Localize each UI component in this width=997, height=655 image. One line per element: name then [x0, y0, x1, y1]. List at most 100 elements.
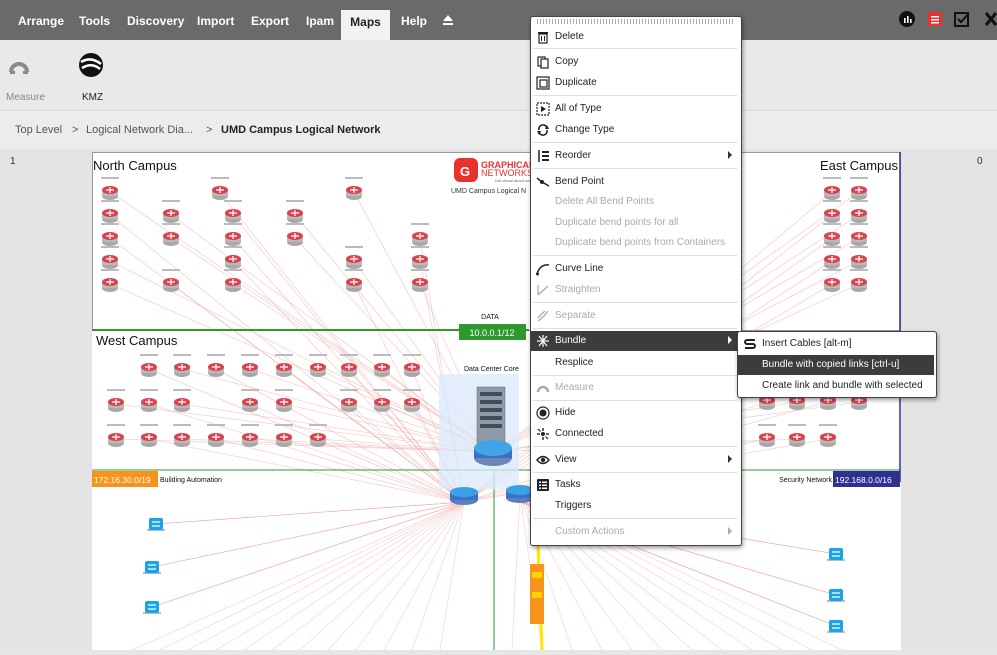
network-link[interactable]: [219, 191, 465, 503]
network-link[interactable]: [327, 501, 465, 651]
measure-icon[interactable]: [8, 54, 30, 76]
menu-custom-actions[interactable]: Custom Actions: [531, 522, 739, 542]
router-node[interactable]: [850, 254, 868, 270]
router-node[interactable]: [411, 231, 429, 247]
router-node[interactable]: [850, 395, 868, 411]
menu-bundle[interactable]: Bundle: [531, 331, 739, 351]
router-node[interactable]: [788, 432, 806, 448]
server-rack[interactable]: [476, 386, 506, 444]
menu-duplicate-bend-points-all[interactable]: Duplicate bend points for all: [555, 217, 679, 228]
router-node[interactable]: [309, 362, 327, 378]
menu-all-of-type[interactable]: All of Type: [531, 99, 739, 119]
menu-help[interactable]: Help: [401, 14, 428, 28]
router-node[interactable]: [411, 277, 429, 293]
network-link[interactable]: [383, 501, 465, 651]
menu-copy[interactable]: Copy: [531, 52, 739, 72]
router-node[interactable]: [819, 432, 837, 448]
router-node[interactable]: [173, 432, 191, 448]
submenu-bundle-copied-links[interactable]: Bundle with copied links [ctrl-u]: [738, 355, 934, 375]
building-core-router[interactable]: [450, 487, 478, 505]
router-node[interactable]: [211, 185, 229, 201]
router-node[interactable]: [107, 432, 125, 448]
menu-drag-handle[interactable]: [537, 19, 733, 24]
network-link[interactable]: [283, 368, 465, 503]
network-link[interactable]: [115, 438, 494, 453]
network-link[interactable]: [109, 191, 494, 453]
network-link[interactable]: [151, 501, 465, 608]
router-node[interactable]: [224, 208, 242, 224]
router-node[interactable]: [788, 395, 806, 411]
router-node[interactable]: [207, 362, 225, 378]
router-node[interactable]: [101, 185, 119, 201]
network-link[interactable]: [109, 214, 465, 503]
menu-maps[interactable]: Maps: [341, 10, 390, 40]
crumb-logical-network[interactable]: Logical Network Dia...: [86, 124, 193, 136]
building-core-router[interactable]: [506, 485, 534, 503]
router-node[interactable]: [823, 277, 841, 293]
router-node[interactable]: [224, 231, 242, 247]
network-link[interactable]: [299, 501, 465, 651]
router-node[interactable]: [101, 277, 119, 293]
router-node[interactable]: [373, 397, 391, 413]
menu-ipam[interactable]: Ipam: [306, 14, 335, 28]
router-node[interactable]: [162, 208, 180, 224]
router-node[interactable]: [286, 208, 304, 224]
menu-import[interactable]: Import: [197, 14, 235, 28]
eject-icon[interactable]: [443, 14, 453, 26]
network-diagram[interactable]: North Campus East Campus West Campus G G…: [92, 152, 901, 651]
bms-subnet-badge[interactable]: [92, 471, 158, 487]
router-node[interactable]: [850, 277, 868, 293]
menu-export[interactable]: Export: [251, 14, 290, 28]
router-node[interactable]: [241, 397, 259, 413]
network-link[interactable]: [355, 501, 465, 651]
router-node[interactable]: [275, 362, 293, 378]
network-link[interactable]: [159, 501, 465, 651]
menu-view[interactable]: View: [531, 450, 739, 470]
router-node[interactable]: [403, 362, 421, 378]
router-node[interactable]: [823, 231, 841, 247]
router-node[interactable]: [823, 254, 841, 270]
menu-arrange[interactable]: Arrange: [18, 14, 65, 28]
network-link[interactable]: [511, 493, 521, 651]
router-node[interactable]: [101, 208, 119, 224]
menu-delete[interactable]: Delete: [531, 27, 739, 47]
layers-icon[interactable]: [926, 10, 944, 28]
menu-triggers[interactable]: Triggers: [555, 500, 592, 511]
router-node[interactable]: [373, 362, 391, 378]
router-node[interactable]: [101, 231, 119, 247]
router-node[interactable]: [340, 362, 358, 378]
network-link[interactable]: [411, 501, 465, 651]
router-node[interactable]: [411, 254, 429, 270]
device-nodes[interactable]: [101, 177, 868, 633]
router-node[interactable]: [758, 395, 776, 411]
router-node[interactable]: [850, 185, 868, 201]
router-node[interactable]: [140, 362, 158, 378]
kmz-icon[interactable]: [78, 52, 104, 78]
menu-measure[interactable]: Measure: [531, 378, 739, 398]
network-link[interactable]: [215, 501, 465, 651]
network-link[interactable]: [243, 501, 465, 651]
menu-reorder[interactable]: Reorder: [531, 146, 739, 166]
security-subnet-badge[interactable]: [833, 471, 900, 487]
menu-delete-all-bend-points[interactable]: Delete All Bend Points: [555, 196, 654, 207]
network-link[interactable]: [232, 260, 465, 503]
submenu-create-link-bundle[interactable]: Create link and bundle with selected: [762, 380, 923, 391]
switch-node[interactable]: [144, 560, 160, 574]
network-link[interactable]: [271, 501, 465, 651]
router-node[interactable]: [850, 208, 868, 224]
switch-node[interactable]: [144, 600, 160, 614]
menu-duplicate[interactable]: Duplicate: [531, 73, 739, 93]
menu-duplicate-bend-points-containers[interactable]: Duplicate bend points from Containers: [555, 237, 726, 248]
router-node[interactable]: [275, 432, 293, 448]
router-node[interactable]: [162, 231, 180, 247]
network-link[interactable]: [148, 403, 465, 503]
router-node[interactable]: [823, 208, 841, 224]
router-node[interactable]: [403, 397, 421, 413]
router-node[interactable]: [107, 397, 125, 413]
menu-separate[interactable]: Separate: [531, 306, 739, 326]
network-link[interactable]: [115, 403, 494, 453]
router-node[interactable]: [224, 277, 242, 293]
router-node[interactable]: [162, 277, 180, 293]
router-node[interactable]: [207, 432, 225, 448]
network-link[interactable]: [151, 501, 465, 568]
